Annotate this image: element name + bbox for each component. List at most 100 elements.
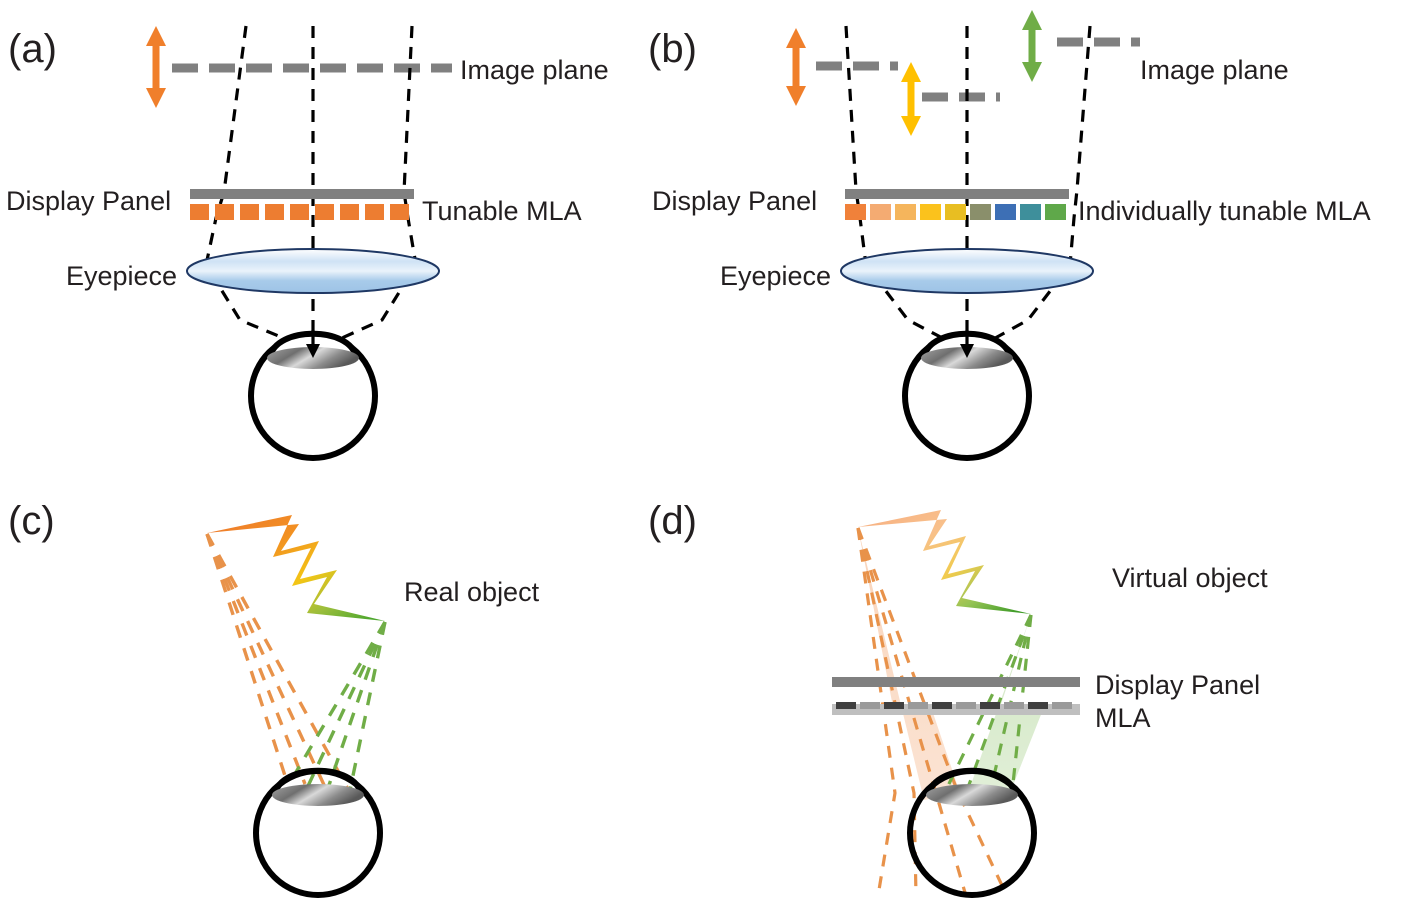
- ray-line: [326, 621, 387, 789]
- display-panel-bar-a: [190, 189, 414, 199]
- mla-d: [832, 702, 1080, 715]
- mla-segment: [190, 204, 209, 220]
- panel-a: (a): [6, 25, 609, 464]
- ray-line: [287, 621, 387, 785]
- panel-c: (c) Real object: [8, 499, 540, 898]
- cornea-outline: [272, 767, 364, 796]
- panel-d: (d): [648, 499, 1268, 898]
- mla-segment: [836, 702, 856, 709]
- mla-segment: [1004, 702, 1024, 709]
- cornea-outline: [926, 767, 1018, 796]
- mla-segment: [920, 204, 941, 220]
- eyepiece-lens-a: [186, 248, 440, 294]
- light-cone-orange: [858, 528, 960, 800]
- mla-base: [832, 704, 1080, 715]
- arrow-head-down: [901, 116, 921, 136]
- eye-c: [253, 767, 383, 898]
- ray-line: [856, 527, 1008, 895]
- ray-line: [856, 527, 897, 897]
- ray-line: [306, 621, 387, 787]
- mla-segment: [315, 204, 334, 220]
- mla-segment: [970, 204, 991, 220]
- panel-a-letter: (a): [8, 27, 57, 71]
- panel-b-letter: (b): [648, 27, 697, 71]
- mla-segment: [1045, 204, 1066, 220]
- label-image-plane-b: Image plane: [1140, 55, 1289, 85]
- eye-b: [902, 330, 1032, 461]
- depth-arrow-orange-a: [146, 26, 166, 108]
- mla-segment: [980, 702, 1000, 709]
- mla-segment: [908, 702, 928, 709]
- arrow-head-down: [146, 88, 166, 108]
- mla-segment: [945, 204, 966, 220]
- eye-a: [248, 330, 378, 464]
- label-display-panel-b: Display Panel: [652, 186, 817, 216]
- light-cone-green: [968, 615, 1044, 793]
- ray-paths-a: [204, 25, 418, 344]
- label-real-object: Real object: [404, 577, 540, 607]
- mla-segment: [240, 204, 259, 220]
- ray-right: [332, 25, 418, 344]
- mla-segment: [870, 204, 891, 220]
- eye-lens: [926, 784, 1018, 806]
- eyepiece-lens-b: [840, 248, 1094, 294]
- ray-line: [205, 533, 307, 785]
- panel-c-letter: (c): [8, 499, 55, 543]
- mla-segment: [215, 204, 234, 220]
- display-panel-bar-b: [845, 189, 1069, 199]
- eye-arrow-head: [306, 344, 320, 358]
- ray-line: [205, 533, 289, 783]
- depth-arrow-yellow-b: [901, 62, 921, 136]
- mla-b: [845, 204, 1066, 220]
- mla-segment: [995, 204, 1016, 220]
- mla-a: [190, 204, 409, 220]
- ray-line: [205, 533, 327, 788]
- mla-segment: [845, 204, 866, 220]
- panel-d-letter: (d): [648, 499, 697, 543]
- mla-segment: [1028, 702, 1048, 709]
- mla-segment: [265, 204, 284, 220]
- label-eyepiece-a: Eyepiece: [66, 261, 177, 291]
- arrow-head-up: [786, 28, 806, 48]
- panel-b: (b): [648, 10, 1371, 461]
- label-image-plane-a: Image plane: [460, 55, 609, 85]
- mla-segment: [1052, 702, 1072, 709]
- ray-left: [844, 25, 951, 344]
- depth-arrow-orange-b: [786, 28, 806, 106]
- label-mla-d: MLA: [1095, 703, 1151, 733]
- eye-arrow-head: [960, 344, 974, 358]
- mla-segment: [860, 702, 880, 709]
- label-eyepiece-b: Eyepiece: [720, 261, 831, 291]
- ray-bundle-orange-c: [205, 533, 350, 790]
- mla-segment: [365, 204, 384, 220]
- ray-right: [987, 25, 1092, 344]
- mla-segment: [1020, 204, 1041, 220]
- arrow-head-up: [146, 26, 166, 46]
- arrow-head-down: [1022, 62, 1042, 82]
- mla-segment: [340, 204, 359, 220]
- ray-left: [204, 25, 294, 344]
- label-display-panel-a: Display Panel: [6, 186, 171, 216]
- ray-paths-b: [844, 25, 1092, 344]
- ray-bundle-green-c: [287, 621, 387, 791]
- mla-segment: [932, 702, 952, 709]
- display-panel-bar-d: [832, 677, 1080, 687]
- label-mla-a: Tunable MLA: [422, 196, 582, 226]
- eye-lens: [272, 784, 364, 806]
- mla-segment: [390, 204, 409, 220]
- mla-segment: [290, 204, 309, 220]
- mla-segment: [895, 204, 916, 220]
- depth-arrow-green-b: [1022, 10, 1042, 82]
- arrow-head-down: [786, 86, 806, 106]
- label-mla-b: Individually tunable MLA: [1078, 196, 1371, 226]
- arrow-head-up: [1022, 10, 1042, 30]
- eye-d: [907, 767, 1037, 898]
- mla-segment: [884, 702, 904, 709]
- ray-line: [348, 621, 387, 791]
- ray-line: [205, 533, 350, 790]
- label-display-panel-d: Display Panel: [1095, 670, 1260, 700]
- label-virtual-object: Virtual object: [1112, 563, 1268, 593]
- ray-line: [856, 527, 968, 897]
- arrow-head-up: [901, 62, 921, 82]
